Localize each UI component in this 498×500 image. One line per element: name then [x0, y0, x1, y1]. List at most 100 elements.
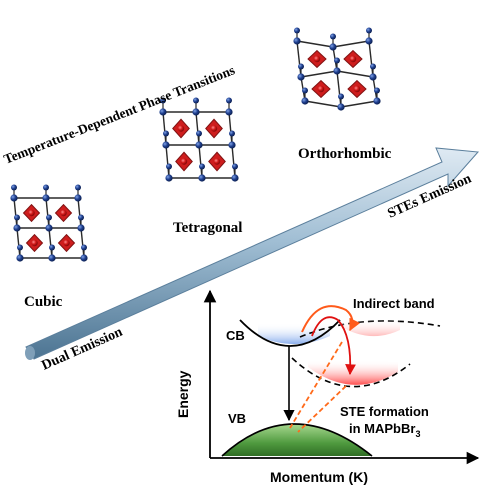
indirect-band-label: Indirect band	[353, 296, 435, 311]
transition-arrow-tail	[25, 346, 35, 360]
ste-emission-arrow	[297, 385, 347, 433]
cb-curve	[239, 319, 341, 347]
br-atom	[193, 97, 199, 104]
ste-curve	[291, 357, 411, 388]
lattice-bond	[368, 40, 374, 78]
br-atom	[334, 57, 340, 64]
pb-atom	[177, 125, 185, 132]
lattice-bond	[296, 40, 302, 78]
tetragonal-structure	[159, 97, 239, 182]
label-tetragonal: Tetragonal	[173, 220, 242, 236]
br-atom	[74, 194, 82, 202]
pb-atom	[317, 85, 325, 93]
br-atom	[232, 163, 238, 170]
pb-atom	[313, 55, 321, 63]
br-atom	[294, 27, 300, 34]
br-atom	[192, 108, 200, 116]
br-atom	[330, 33, 336, 40]
br-atom	[42, 194, 50, 202]
br-atom	[293, 37, 301, 45]
br-atom	[226, 97, 232, 104]
br-atom	[17, 244, 23, 251]
br-atom	[80, 254, 88, 262]
br-atom	[46, 214, 52, 221]
br-atom	[366, 27, 372, 34]
pb-atom	[353, 85, 361, 93]
br-atom	[225, 108, 233, 116]
pb-atom	[31, 239, 38, 247]
br-atom	[231, 174, 239, 182]
br-atom	[160, 97, 166, 104]
br-atom	[374, 87, 380, 94]
lattice-bond	[296, 40, 334, 48]
br-atom	[163, 130, 169, 137]
vb-label: VB	[228, 411, 246, 426]
br-atom	[162, 141, 170, 149]
lattice-bond	[336, 70, 342, 108]
br-atom	[45, 224, 53, 232]
ste-material-label: in MAPbBr3	[349, 421, 420, 439]
lattice-bond	[300, 70, 338, 78]
pb-atom	[180, 158, 188, 165]
transition-arrow-body	[25, 147, 480, 360]
br-atom	[81, 244, 87, 251]
br-atom	[302, 87, 308, 94]
br-atom	[49, 244, 55, 251]
indirect-band-fill	[340, 319, 400, 337]
energy-axis-label: Energy	[175, 370, 191, 418]
pb-atom	[28, 209, 35, 217]
pb-atom	[210, 125, 218, 132]
transition-arrow	[25, 147, 480, 360]
indirect-transfer-arrow	[301, 305, 361, 333]
br-atom	[373, 97, 381, 105]
br-atom	[77, 224, 85, 232]
br-atom	[370, 63, 376, 70]
br-atom	[166, 163, 172, 170]
br-atom	[78, 214, 84, 221]
band-diagram: CB VB Indirect band STE formation in MAP…	[175, 289, 480, 485]
br-atom	[365, 37, 373, 45]
ste-fill	[308, 360, 398, 385]
indirect-emission-arrow	[289, 341, 343, 429]
br-atom	[196, 130, 202, 137]
br-atom	[11, 184, 17, 191]
cb-label: CB	[226, 328, 245, 343]
lattice-bond	[336, 70, 374, 78]
br-atom	[198, 174, 206, 182]
pb-atom	[349, 55, 357, 63]
br-atom	[338, 93, 344, 100]
br-atom	[329, 43, 337, 51]
ste-formation-label: STE formation	[340, 404, 429, 419]
br-atom	[301, 97, 309, 105]
pb-atom	[63, 239, 70, 247]
br-atom	[43, 184, 49, 191]
br-atom	[369, 73, 377, 81]
lattice-bond	[304, 100, 342, 108]
orthorhombic-structure	[293, 27, 381, 111]
br-atom	[10, 194, 18, 202]
label-orthorhombic: Orthorhombic	[298, 146, 392, 162]
br-atom	[337, 103, 345, 111]
br-atom	[16, 254, 24, 262]
br-atom	[48, 254, 56, 262]
title-text: Temperature-Dependent Phase Transitions	[2, 62, 237, 166]
vb-curve	[221, 423, 373, 457]
br-atom	[333, 67, 341, 75]
pb-atom	[60, 209, 67, 217]
ste-relaxation-arrow	[311, 316, 356, 376]
br-atom	[228, 141, 236, 149]
br-atom	[159, 108, 167, 116]
br-atom	[13, 224, 21, 232]
lattice-bond	[340, 100, 378, 108]
br-atom	[165, 174, 173, 182]
br-atom	[14, 214, 20, 221]
lattice-bond	[332, 40, 370, 48]
label-cubic: Cubic	[24, 294, 63, 310]
br-atom	[297, 73, 305, 81]
br-atom	[298, 63, 304, 70]
br-atom	[195, 141, 203, 149]
br-atom	[199, 163, 205, 170]
br-atom	[75, 184, 81, 191]
br-atom	[229, 130, 235, 137]
